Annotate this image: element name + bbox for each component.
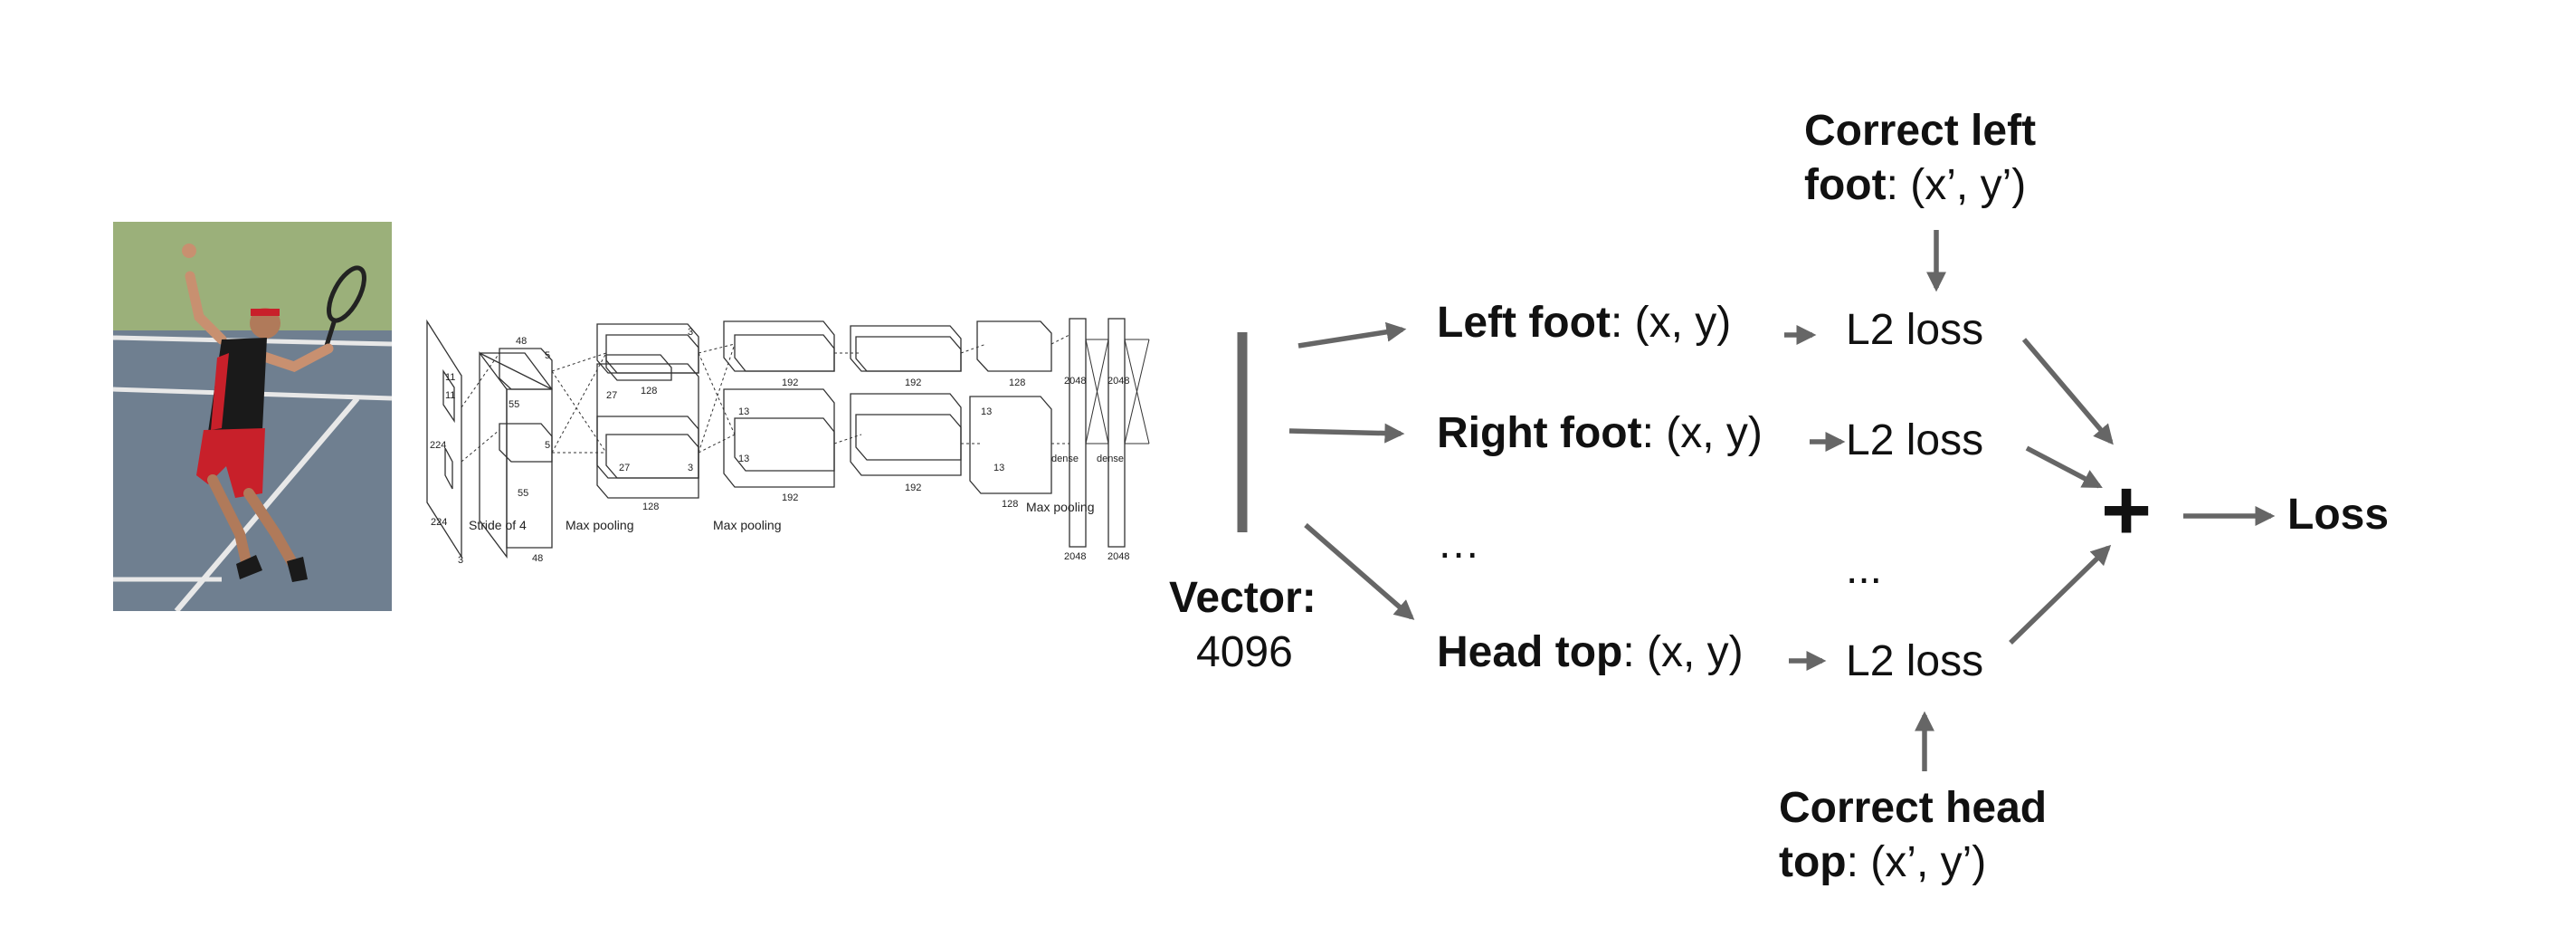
loss-right-foot: L2 loss xyxy=(1846,416,1984,464)
cnn-label: 192 xyxy=(782,377,798,388)
cnn-label: 192 xyxy=(905,377,921,388)
arrow-sum-3 xyxy=(2009,544,2112,645)
cnn-label: 128 xyxy=(1002,499,1018,510)
cnn-label: 48 xyxy=(516,336,527,347)
coords-label: : (x, y) xyxy=(1610,299,1732,347)
cnn-label: 2048 xyxy=(1064,376,1086,387)
arrow-to-head-top xyxy=(1304,522,1415,620)
arrow-to-right-foot xyxy=(1288,423,1405,444)
output-right-foot: Right foot: (x, y) xyxy=(1437,407,1763,460)
correct-head-coords: : (x’, y’) xyxy=(1846,838,1987,886)
coords-label: : (x, y) xyxy=(1622,628,1744,676)
coords-label: : (x, y) xyxy=(1641,409,1763,457)
cnn-label: 192 xyxy=(905,483,921,493)
arrow-sum-2 xyxy=(2025,445,2103,489)
correct-head-line1: Correct head xyxy=(1779,784,2048,832)
output-left-foot: Left foot: (x, y) xyxy=(1437,297,1731,349)
sum-symbol: + xyxy=(2101,462,2153,559)
pool-label: Max pooling xyxy=(1026,500,1095,514)
cnn-label: 224 xyxy=(430,440,446,451)
cnn-label: 27 xyxy=(606,390,617,401)
cnn-label: 128 xyxy=(641,386,657,397)
cnn-label: 5 xyxy=(545,350,550,361)
cnn-label: 2048 xyxy=(1064,551,1086,562)
cnn-label: 128 xyxy=(1009,377,1025,388)
cnn-label: 2048 xyxy=(1107,376,1129,387)
cnn-label: 5 xyxy=(545,440,550,451)
cnn-label: 13 xyxy=(738,454,749,464)
cnn-label: 11 xyxy=(445,390,455,401)
cnn-label: 128 xyxy=(642,502,659,512)
correct-left-joint: foot xyxy=(1804,161,1887,209)
joint-label: Left foot xyxy=(1437,299,1611,347)
joint-label: Right foot xyxy=(1437,409,1642,457)
correct-head-line2: top: (x’, y’) xyxy=(1779,836,1986,889)
cnn-label: 13 xyxy=(981,406,992,417)
dense-label: dense xyxy=(1051,454,1079,464)
pool-label: Max pooling xyxy=(566,518,634,532)
dense-label: dense xyxy=(1097,454,1124,464)
cnn-label: 3 xyxy=(688,463,693,473)
pool-label: Max pooling xyxy=(713,518,782,532)
cnn-label: 48 xyxy=(532,553,543,564)
cnn-label: 13 xyxy=(738,406,749,417)
cnn-label: 2048 xyxy=(1107,551,1129,562)
input-image xyxy=(113,222,392,611)
joint-label: Head top xyxy=(1437,628,1623,676)
cnn-label: 3 xyxy=(688,327,693,338)
cnn-label: 3 xyxy=(458,555,463,566)
correct-left-coords: : (x’, y’) xyxy=(1886,161,2027,209)
arrow-to-left-foot xyxy=(1298,321,1407,349)
correct-head-joint: top xyxy=(1779,838,1847,886)
ellipsis-joints: … xyxy=(1437,520,1480,568)
final-loss: Loss xyxy=(2287,491,2390,539)
correct-left-line2: foot: (x’, y’) xyxy=(1804,159,2026,212)
cnn-architecture: 11 11 224 224 3 55 55 48 48 5 5 27 27 12… xyxy=(426,318,1150,566)
cnn-label: 27 xyxy=(619,463,630,473)
ellipsis-losses: ... xyxy=(1846,545,1883,593)
output-head-top: Head top: (x, y) xyxy=(1437,626,1744,679)
correct-left-line1: Correct left xyxy=(1804,107,2037,155)
arrow-sum-1 xyxy=(2021,338,2114,445)
vector-title: Vector: xyxy=(1169,574,1317,622)
cnn-label: 224 xyxy=(431,517,447,528)
vector-size: 4096 xyxy=(1196,628,1293,676)
cnn-label: 13 xyxy=(993,463,1004,473)
stride-label: Stride of 4 xyxy=(469,518,527,532)
loss-left-foot: L2 loss xyxy=(1846,306,1984,354)
cnn-label: 55 xyxy=(509,399,519,410)
cnn-label: 55 xyxy=(518,488,528,499)
loss-head-top: L2 loss xyxy=(1846,637,1984,685)
cnn-label: 11 xyxy=(445,372,455,383)
cnn-label: 192 xyxy=(782,492,798,503)
